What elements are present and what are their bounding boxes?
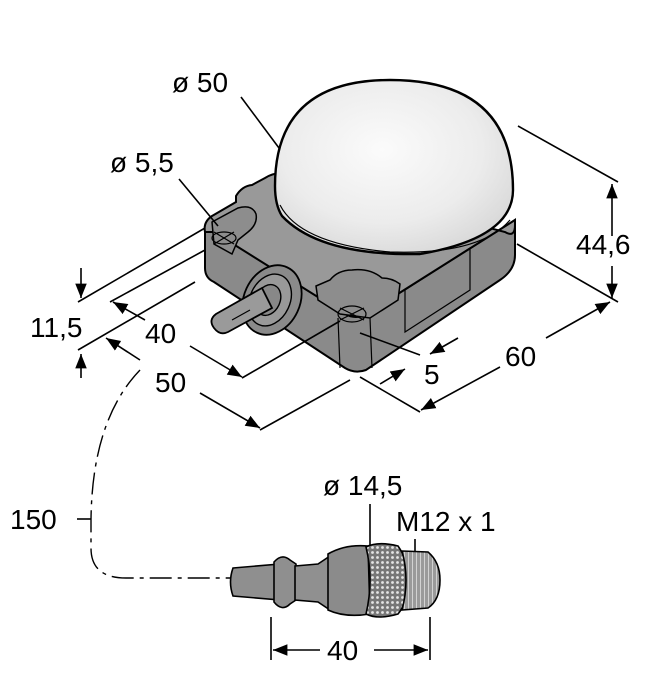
right-mount-hole — [337, 305, 367, 323]
front-panel-recess — [404, 246, 471, 334]
label-connector-thread: M12 x 1 — [396, 506, 496, 537]
dimension-lines-sensor — [75, 96, 619, 431]
label-base-height: 11,5 — [30, 312, 82, 343]
dimension-lines-connector — [270, 617, 431, 660]
label-connector-diameter: ø 14,5 — [323, 470, 402, 501]
cable-path — [77, 369, 232, 579]
label-cable-length: 150 — [10, 504, 57, 535]
left-mount-notch — [211, 206, 258, 256]
right-mount-notch — [315, 268, 401, 319]
knurled-nut — [365, 542, 409, 618]
m12-thread — [400, 550, 441, 611]
label-hole-diameter: ø 5,5 — [110, 147, 174, 178]
m12-connector — [229, 504, 441, 618]
dome-lens — [273, 78, 515, 256]
label-hole-spacing: 40 — [145, 318, 176, 349]
label-total-height: 44,6 — [576, 229, 631, 260]
label-hole-offset: 5 — [424, 359, 440, 390]
label-base-width: 50 — [155, 367, 186, 398]
label-base-depth: 60 — [505, 341, 536, 372]
label-connector-length: 40 — [327, 635, 358, 666]
label-dome-diameter: ø 50 — [172, 67, 228, 98]
sensor-cable-stub — [210, 286, 274, 335]
left-mount-hole — [211, 231, 237, 245]
